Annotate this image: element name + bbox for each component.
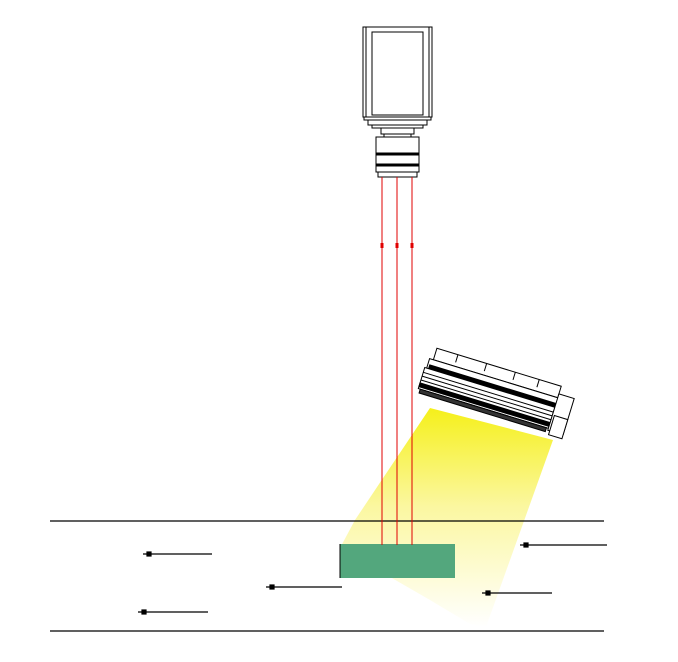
leader-arrows bbox=[138, 542, 607, 615]
ray-markers bbox=[380, 243, 414, 248]
camera-icon bbox=[362, 26, 433, 178]
leader-arrow-icon bbox=[138, 609, 208, 615]
leader-arrow-icon bbox=[482, 590, 552, 596]
leader-arrow-icon bbox=[143, 551, 212, 557]
light-beam bbox=[340, 408, 553, 627]
camera-rays bbox=[381, 177, 413, 545]
leader-arrow-icon bbox=[520, 542, 607, 548]
inspected-object bbox=[340, 544, 455, 578]
leader-arrow-icon bbox=[266, 584, 342, 590]
line-light-icon bbox=[417, 347, 575, 440]
